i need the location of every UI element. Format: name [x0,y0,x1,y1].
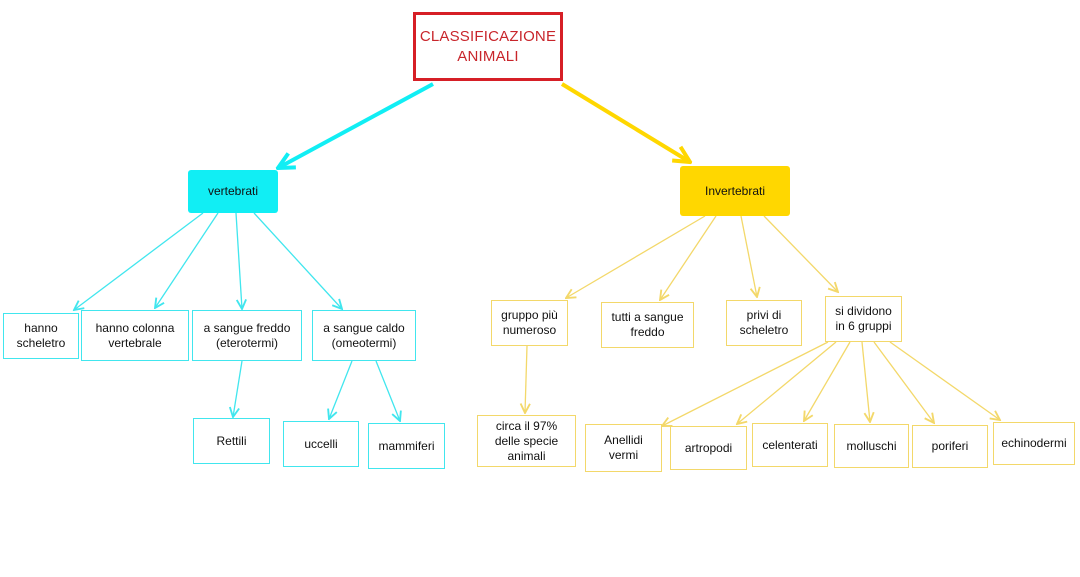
arrow-invert-numeroso [566,215,706,298]
class-mammiferi: mammiferi [368,423,445,469]
arrow-caldo-mammiferi [375,360,400,421]
arrow-gruppi-poriferi [873,341,934,423]
arrow-vert-caldo [253,212,342,309]
arrow-gruppi-echinodermi [889,341,1000,420]
feature-privi-scheletro: privi di scheletro [726,300,802,346]
arrow-invert-gruppi [763,215,838,292]
group-poriferi: poriferi [912,425,988,468]
arrow-root-vertebrati [278,82,434,168]
feature-sangue-freddo: a sangue freddo (eterotermi) [192,310,302,361]
arrow-invert-scheletro [740,215,757,297]
feature-colonna-vertebrale: hanno colonna vertebrale [81,310,189,361]
arrow-gruppi-artropodi [737,341,837,424]
arrow-vert-freddo [235,212,242,309]
arrow-vert-scheletro [74,212,204,310]
arrow-caldo-uccelli [329,360,353,419]
arrow-gruppi-molluschi [861,341,870,422]
detail-97-percent: circa il 97% delle specie animali [477,415,576,467]
class-rettili: Rettili [193,418,270,464]
arrow-gruppi-celenterati [804,341,851,421]
feature-tutti-freddo: tutti a sangue freddo [601,302,694,348]
group-anellidi: Anellidi vermi [585,424,662,472]
feature-gruppo-numeroso: gruppo più numeroso [491,300,568,346]
root-node: CLASSIFICAZIONE ANIMALI [413,12,563,81]
arrow-invert-freddo [660,215,717,300]
arrow-numeroso-detail [525,345,527,413]
invertebrati-node: Invertebrati [680,166,790,216]
group-molluschi: molluschi [834,424,909,468]
arrow-vert-colonna [155,212,219,308]
group-celenterati: celenterati [752,423,828,467]
group-artropodi: artropodi [670,426,747,470]
feature-hanno-scheletro: hanno scheletro [3,313,79,359]
group-echinodermi: echinodermi [993,422,1075,465]
feature-sangue-caldo: a sangue caldo (omeotermi) [312,310,416,361]
arrow-gruppi-anellidi [662,341,829,426]
arrow-freddo-rettili [233,360,243,417]
feature-sei-gruppi: si dividono in 6 gruppi [825,296,902,342]
class-uccelli: uccelli [283,421,359,467]
arrow-root-invertebrati [560,82,690,162]
vertebrati-node: vertebrati [188,170,278,213]
